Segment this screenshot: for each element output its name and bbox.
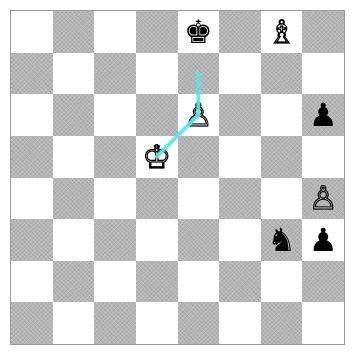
- square-g5[interactable]: [261, 136, 303, 178]
- square-d7[interactable]: [136, 53, 178, 95]
- square-f4[interactable]: [219, 178, 261, 220]
- square-f6[interactable]: [219, 94, 261, 136]
- square-c1[interactable]: [94, 302, 136, 344]
- square-d6[interactable]: [136, 94, 178, 136]
- square-a4[interactable]: [11, 178, 53, 220]
- square-e6[interactable]: ♙: [178, 94, 220, 136]
- square-a7[interactable]: [11, 53, 53, 95]
- square-e5[interactable]: [178, 136, 220, 178]
- square-h7[interactable]: [302, 53, 344, 95]
- square-b7[interactable]: [53, 53, 95, 95]
- black-pawn-h3[interactable]: ♟: [309, 224, 338, 256]
- square-e7[interactable]: [178, 53, 220, 95]
- square-c3[interactable]: [94, 219, 136, 261]
- square-d3[interactable]: [136, 219, 178, 261]
- square-b5[interactable]: [53, 136, 95, 178]
- square-f1[interactable]: [219, 302, 261, 344]
- square-d8[interactable]: [136, 11, 178, 53]
- square-b6[interactable]: [53, 94, 95, 136]
- white-pawn-e6[interactable]: ♙: [184, 99, 213, 131]
- white-pawn-h4[interactable]: ♙: [309, 182, 338, 214]
- white-bishop-g8[interactable]: ♗: [267, 16, 296, 48]
- square-b2[interactable]: [53, 261, 95, 303]
- square-g4[interactable]: [261, 178, 303, 220]
- square-c4[interactable]: [94, 178, 136, 220]
- square-h1[interactable]: [302, 302, 344, 344]
- black-king-e8[interactable]: ♚: [184, 16, 213, 48]
- square-a5[interactable]: [11, 136, 53, 178]
- square-a3[interactable]: [11, 219, 53, 261]
- square-g6[interactable]: [261, 94, 303, 136]
- square-g8[interactable]: ♗: [261, 11, 303, 53]
- square-c7[interactable]: [94, 53, 136, 95]
- square-h4[interactable]: ♙: [302, 178, 344, 220]
- square-f2[interactable]: [219, 261, 261, 303]
- square-d5[interactable]: ♔: [136, 136, 178, 178]
- square-a2[interactable]: [11, 261, 53, 303]
- square-f7[interactable]: [219, 53, 261, 95]
- square-f5[interactable]: [219, 136, 261, 178]
- square-e1[interactable]: [178, 302, 220, 344]
- square-c8[interactable]: [94, 11, 136, 53]
- square-c6[interactable]: [94, 94, 136, 136]
- square-g2[interactable]: [261, 261, 303, 303]
- square-a8[interactable]: [11, 11, 53, 53]
- square-e3[interactable]: [178, 219, 220, 261]
- square-e4[interactable]: [178, 178, 220, 220]
- square-a1[interactable]: [11, 302, 53, 344]
- square-b8[interactable]: [53, 11, 95, 53]
- square-f8[interactable]: [219, 11, 261, 53]
- square-b1[interactable]: [53, 302, 95, 344]
- black-pawn-h6[interactable]: ♟: [309, 99, 338, 131]
- white-king-d5[interactable]: ♔: [142, 141, 171, 173]
- square-a6[interactable]: [11, 94, 53, 136]
- square-b4[interactable]: [53, 178, 95, 220]
- square-d2[interactable]: [136, 261, 178, 303]
- square-d4[interactable]: [136, 178, 178, 220]
- square-h2[interactable]: [302, 261, 344, 303]
- chess-board[interactable]: ♚ ♗ ♙ ♟ ♔ ♙ ♞ ♟: [11, 11, 344, 344]
- square-g1[interactable]: [261, 302, 303, 344]
- square-e8[interactable]: ♚: [178, 11, 220, 53]
- square-g3[interactable]: ♞: [261, 219, 303, 261]
- square-h6[interactable]: ♟: [302, 94, 344, 136]
- square-h8[interactable]: [302, 11, 344, 53]
- square-c5[interactable]: [94, 136, 136, 178]
- square-g7[interactable]: [261, 53, 303, 95]
- square-e2[interactable]: [178, 261, 220, 303]
- square-f3[interactable]: [219, 219, 261, 261]
- square-d1[interactable]: [136, 302, 178, 344]
- square-h5[interactable]: [302, 136, 344, 178]
- square-b3[interactable]: [53, 219, 95, 261]
- black-knight-g3[interactable]: ♞: [267, 224, 296, 256]
- square-c2[interactable]: [94, 261, 136, 303]
- square-h3[interactable]: ♟: [302, 219, 344, 261]
